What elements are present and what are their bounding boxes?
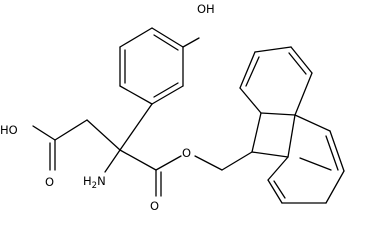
amino-label: H2N [83,174,106,191]
bond-o-to-ch2 [194,155,223,171]
acid-oh-label: HO [0,123,18,137]
bond-ch2-to-c9 [221,151,253,171]
fluorene-upper-ring [239,46,313,116]
bond-ring-to-oh [182,37,200,48]
structural-formula: OH HO O H2N O O [0,2,345,213]
fluorene-five-ring [251,112,296,158]
bond-ester-c-to-o [155,155,182,171]
ester-o-label: O [182,146,191,160]
bond-quaternary-c-to-ester-c [119,149,157,171]
bond-acid-c-to-oh [32,125,56,141]
ester-carbonyl-o-label: O [150,199,159,213]
acid-carbonyl-o-label: O [45,175,54,189]
bond-quaternary-c-to-ch2 [86,119,121,151]
bond-quaternary-c-to-nh2 [104,149,121,173]
hydroxyl-label: OH [197,2,215,16]
fluorene-lower-ring [267,114,345,204]
bond-ring-to-quaternary-c [119,103,153,151]
bond-ch2-to-acid-c [54,119,88,141]
phenol-ring [119,27,184,105]
